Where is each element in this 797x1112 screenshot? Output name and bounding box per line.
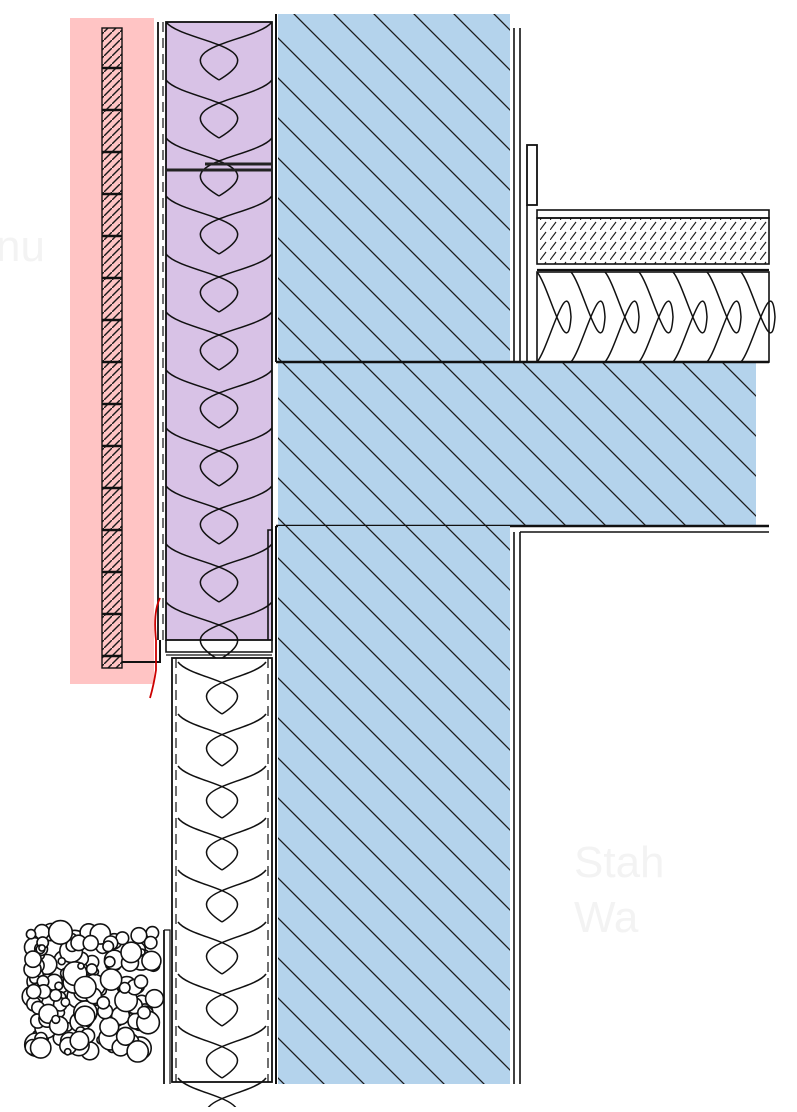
wall-anchor [166, 162, 272, 172]
cladding-bracket [122, 640, 161, 663]
interior-finish-upper [513, 28, 538, 362]
perimeter-insulation [163, 657, 273, 1112]
floor-insulation [536, 271, 776, 363]
ventilation-gap [157, 22, 164, 640]
floor-slab [276, 360, 769, 528]
concrete-wall-lower [275, 526, 769, 1084]
upper-insulation-waves [165, 21, 273, 661]
flashing [149, 597, 161, 699]
upper-insulation [165, 21, 273, 661]
brick-band [101, 27, 123, 669]
concrete-wall-upper [275, 14, 510, 362]
floor-screed [536, 209, 770, 272]
outer-cladding [70, 18, 161, 684]
joint-detail [165, 529, 273, 656]
upper-insulation-fill [166, 22, 272, 640]
gravel-backfill [21, 919, 165, 1063]
